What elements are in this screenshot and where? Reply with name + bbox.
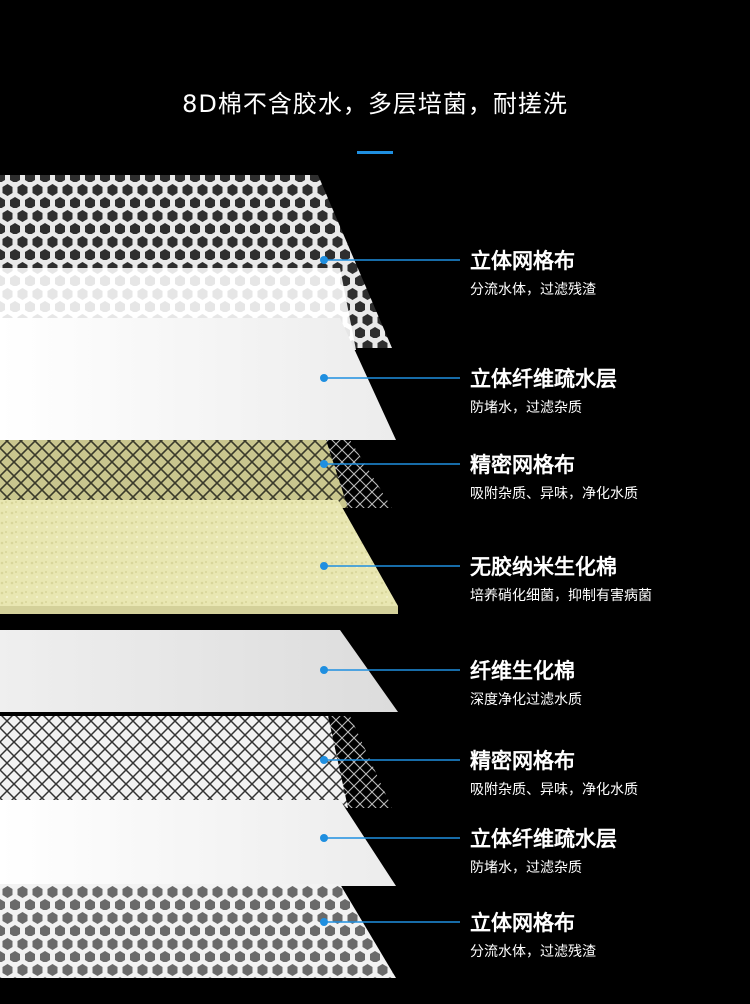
layer-title: 纤维生化棉 xyxy=(470,659,575,683)
layer-desc: 分流水体，过滤残渣 xyxy=(470,944,596,960)
page-headline: 8D棉不含胶水，多层培菌，耐搓洗 xyxy=(182,90,568,118)
layer-fiber-hydrophobic-top xyxy=(0,318,396,440)
layer-label-2: 立体纤维疏水层 防堵水，过滤杂质 xyxy=(470,366,617,418)
layer-title: 立体纤维疏水层 xyxy=(470,827,617,851)
callout-lines xyxy=(320,256,460,926)
layer-title: 立体纤维疏水层 xyxy=(470,367,617,391)
layer-title: 立体网格布 xyxy=(470,249,575,273)
layer-title: 精密网格布 xyxy=(470,749,575,773)
layer-3d-mesh-bottom xyxy=(0,884,396,978)
layer-desc: 分流水体，过滤残渣 xyxy=(470,282,596,298)
layer-nano-bio-foam xyxy=(0,500,398,606)
layer-label-6: 精密网格布 吸附杂质、异味，净化水质 xyxy=(470,748,638,800)
layer-title: 精密网格布 xyxy=(470,453,575,477)
layer-desc: 吸附杂质、异味，净化水质 xyxy=(470,486,638,502)
layer-nano-bio-foam-edge xyxy=(0,606,398,614)
accent-bar xyxy=(357,151,393,154)
layer-desc: 防堵水，过滤杂质 xyxy=(470,400,582,416)
layer-label-7: 立体纤维疏水层 防堵水，过滤杂质 xyxy=(470,826,617,878)
layer-label-5: 纤维生化棉 深度净化过滤水质 xyxy=(470,658,582,710)
layer-fiber-hydrophobic-bottom xyxy=(0,800,396,886)
layer-label-3: 精密网格布 吸附杂质、异味，净化水质 xyxy=(470,452,638,504)
layer-desc: 防堵水，过滤杂质 xyxy=(470,860,582,876)
layer-title: 立体网格布 xyxy=(470,911,575,935)
layer-desc: 培养硝化细菌，抑制有害病菌 xyxy=(470,588,652,604)
layer-desc: 深度净化过滤水质 xyxy=(470,692,582,708)
layer-label-1: 立体网格布 分流水体，过滤残渣 xyxy=(470,248,596,300)
layer-desc: 吸附杂质、异味，净化水质 xyxy=(470,782,638,798)
layer-precision-mesh-grey xyxy=(0,716,348,808)
layer-label-4: 无胶纳米生化棉 培养硝化细菌，抑制有害病菌 xyxy=(470,554,652,606)
layer-precision-mesh-yellow xyxy=(0,440,348,508)
layer-label-8: 立体网格布 分流水体，过滤残渣 xyxy=(470,910,596,962)
layer-title: 无胶纳米生化棉 xyxy=(470,555,617,579)
layer-fiber-bio-cotton xyxy=(0,630,398,712)
